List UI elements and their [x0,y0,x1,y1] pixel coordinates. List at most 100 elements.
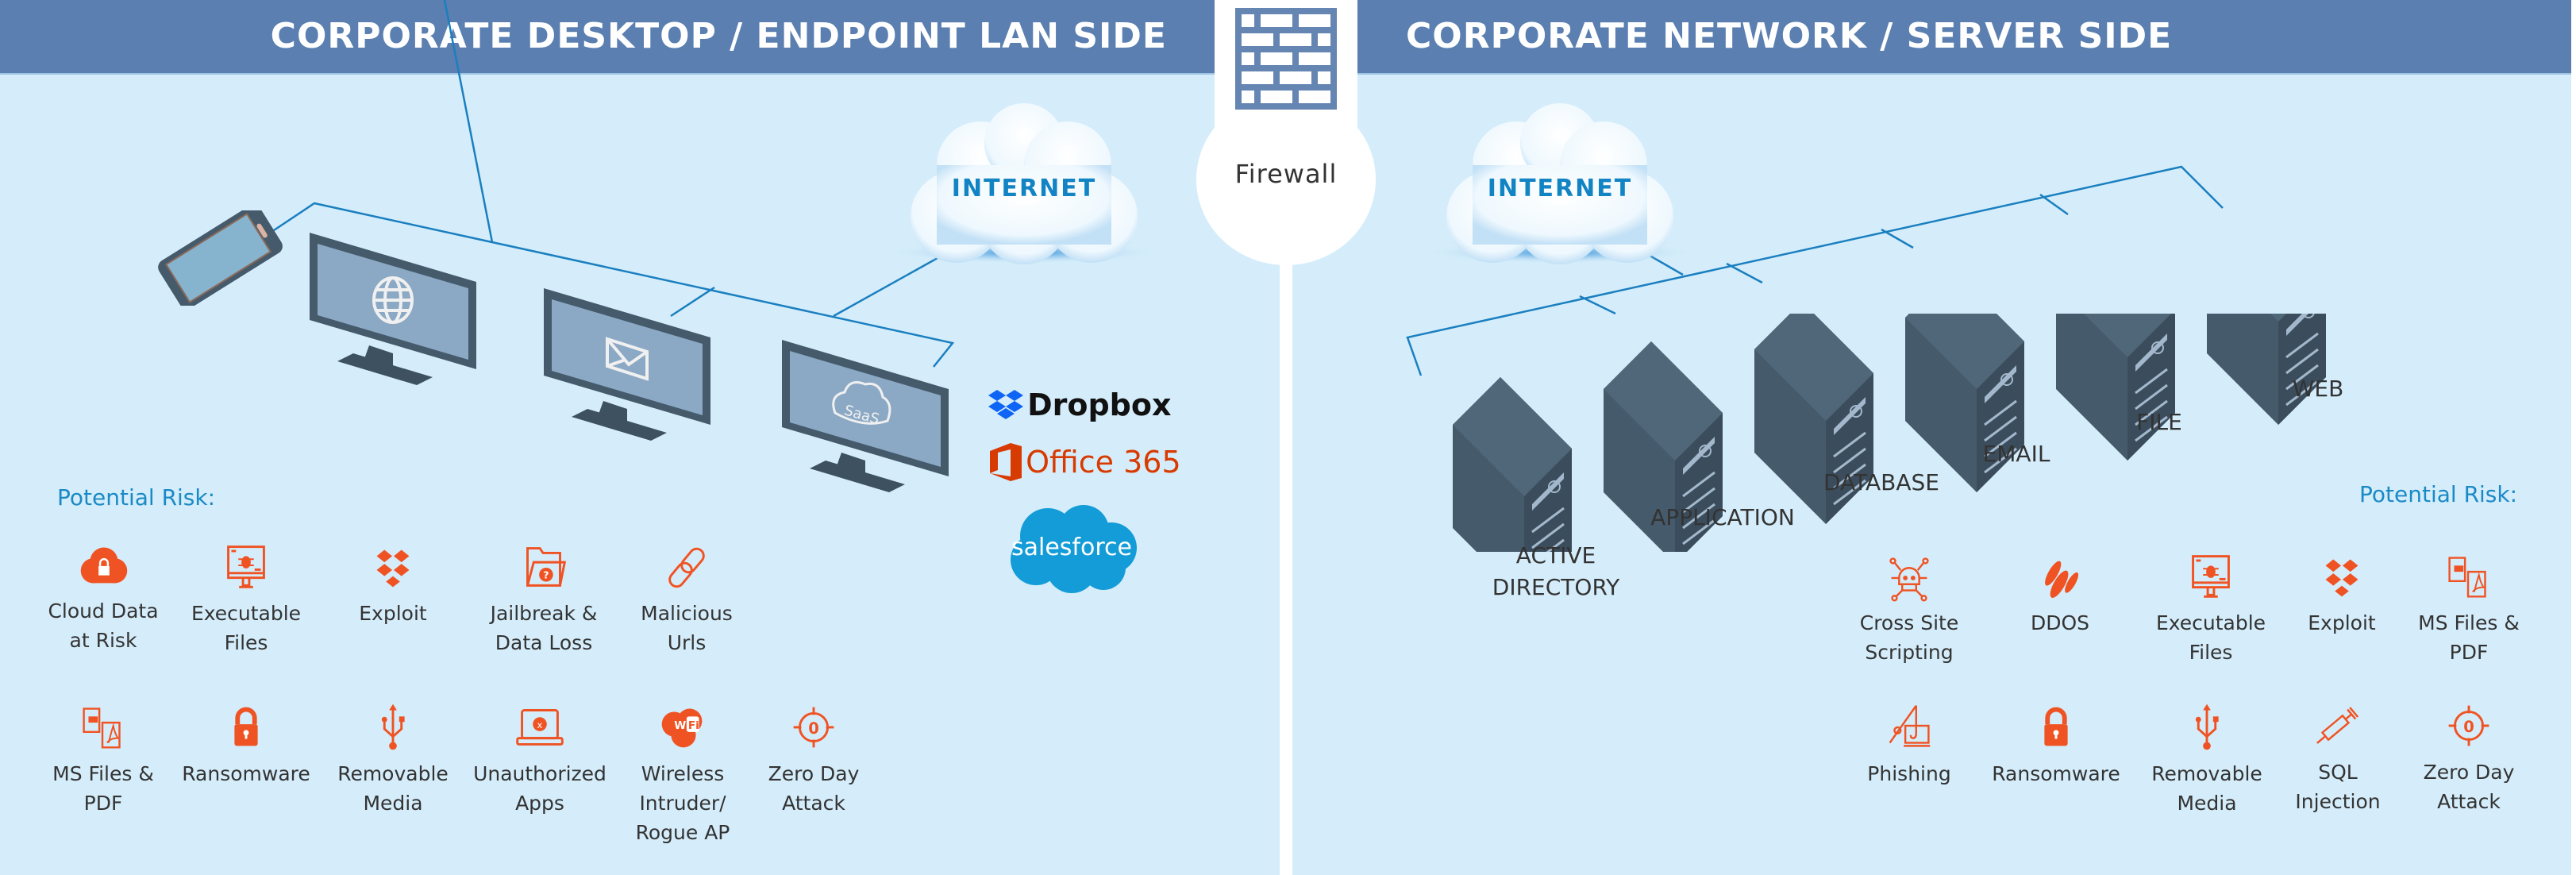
laptop-x-icon: x [516,709,564,746]
right-risk-item: Exploit [2274,548,2409,638]
risk-label: MS Files & PDF [52,762,154,815]
doc-pdf-icon [83,707,121,749]
missiles-icon [2045,561,2079,598]
svg-text:0: 0 [808,719,819,738]
right-risk-title: Potential Risk: [2359,481,2518,507]
office365-name: Office 365 [1026,445,1181,480]
risk-label: Removable Media [337,762,449,815]
firewall-badge [1196,94,1376,265]
desktop-saas: SaaS [782,340,949,492]
server-tower [1453,377,1572,552]
link-internet [833,252,945,318]
crosshair-zero-icon: 0 [793,707,834,748]
server-bus-line [1406,165,2224,376]
left-risk-item: Malicious Urls [619,538,754,657]
monitor-bug-icon [2192,555,2230,598]
svg-text:Fi: Fi [688,719,699,732]
dropbox-name: Dropbox [1027,387,1172,422]
salesforce-name: salesforce [1011,534,1132,561]
dropbox-brand: Dropbox [988,387,1172,422]
risk-label: Malicious Urls [641,602,733,654]
chain-link-icon [668,547,705,588]
risk-label: Cloud Data at Risk [48,599,159,652]
server-tower [1754,314,1873,524]
right-risk-item: Phishing [1842,699,1977,788]
cloud-lock-icon [80,547,128,584]
risk-label: Executable Files [191,602,302,654]
server-label-active-directory: ACTIVE DIRECTORY [1492,542,1620,600]
svg-text:?: ? [543,569,549,581]
server-tower [2056,314,2175,461]
link-server-app [1579,295,1616,315]
internet-cloud-right [1425,103,1695,264]
folder-question-icon: ? [526,547,567,587]
right-risk-item: MS Files & PDF [2401,548,2536,667]
link-desktop-web [443,0,494,243]
server-side-header: CORPORATE NETWORK / SERVER SIDE [1357,0,2571,73]
monitor-bug-icon [227,545,265,588]
syringe-icon [2316,707,2359,744]
risk-label: Jailbreak & Data Loss [490,602,598,654]
server-label-application: APPLICATION [1650,504,1795,530]
right-risk-item: DDOS [1993,548,2127,638]
left-risk-item: Exploit [325,538,460,628]
left-risk-item: ? Jailbreak & Data Loss [476,538,611,657]
salesforce-brand: salesforce [1004,500,1139,596]
brick-wall-icon [1235,8,1337,110]
server-tower [1604,341,1723,552]
header-divider [1357,73,2571,75]
internet-label-left: INTERNET [951,175,1097,202]
left-risk-item: Ransomware [179,699,314,788]
svg-text:0: 0 [2463,718,2474,736]
risk-label: SQL Injection [2295,761,2381,813]
dropbox-icon [2325,559,2358,597]
server-label-web: WEB [2292,376,2344,402]
right-risk-item: SQL Injection [2270,697,2405,816]
link-server-db [1726,262,1763,284]
lan-bus-line [266,202,955,368]
dropbox-logo-icon [988,390,1023,419]
doc-pdf-icon [2448,557,2486,598]
svg-text:Wi: Wi [674,719,690,732]
dropbox-icon [376,549,410,588]
right-edge [2571,0,2576,875]
right-risk-item: Executable Files [2143,548,2278,667]
server-side-title: CORPORATE NETWORK / SERVER SIDE [1406,16,2173,56]
risk-label: Zero Day Attack [2423,761,2515,813]
usb-icon [2195,703,2219,750]
usb-icon [381,703,405,750]
risk-label: Executable Files [2155,611,2266,664]
saas-cloud-icon [832,381,891,425]
risk-label: Zero Day Attack [768,762,860,815]
risk-label: Cross Site Scripting [1859,611,1959,664]
salesforce-cloud-icon [1011,505,1137,593]
padlock-icon [2044,707,2068,746]
server-label-email: EMAIL [1982,441,2050,467]
left-risk-item: Executable Files [179,538,314,657]
right-risk-item: Ransomware [1989,699,2124,788]
risk-label: Phishing [1867,762,1951,785]
risk-label: Ransomware [1992,762,2120,785]
server-rack [1453,314,2326,552]
link-desktop-email [670,286,715,318]
office-logo-icon [990,443,1022,481]
risk-label: Removable Media [2151,762,2262,815]
fishing-hook-icon [1889,704,1931,747]
risk-label: Ransomware [182,762,310,785]
risk-label: Unauthorized Apps [473,762,606,815]
server-tower [1905,314,2024,492]
risk-label: MS Files & PDF [2418,611,2520,664]
skull-circuit-icon [1889,557,1929,602]
firewall-label: Firewall [1234,159,1338,189]
smartphone-device [158,210,283,306]
crosshair-zero-icon: 0 [2448,705,2489,746]
desktop-web [310,233,476,385]
left-risk-item: MS Files & PDF [36,699,171,818]
right-risk-item: Removable Media [2139,699,2274,818]
link-server-email [1881,228,1914,249]
header-divider [0,73,1216,75]
